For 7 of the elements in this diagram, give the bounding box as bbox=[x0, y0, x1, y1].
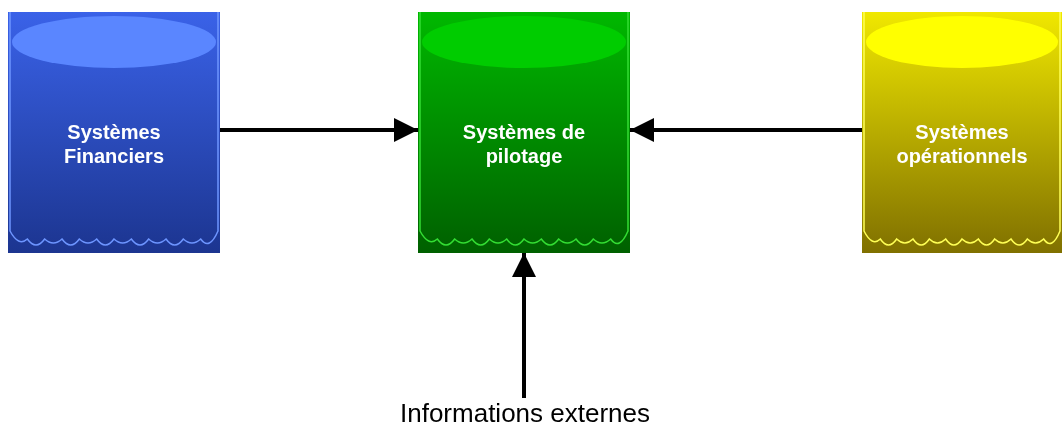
node-label: Systèmes Financiers bbox=[62, 120, 165, 168]
node-label: Systèmes opérationnels bbox=[895, 120, 1029, 168]
arrow bbox=[630, 118, 862, 142]
arrow bbox=[220, 118, 418, 142]
node-label: Systèmes de pilotage bbox=[461, 120, 587, 168]
node-label: Informations externes bbox=[399, 398, 651, 429]
arrow bbox=[512, 253, 536, 398]
